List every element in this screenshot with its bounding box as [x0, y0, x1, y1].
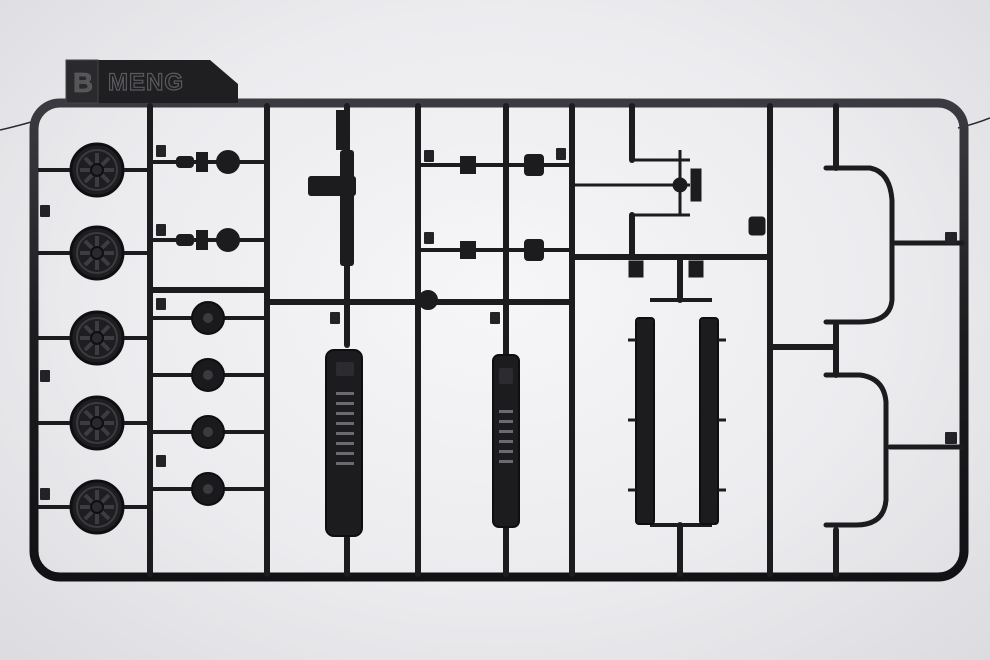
bracket-part [308, 110, 356, 266]
wheel-part [69, 310, 125, 366]
grille-part-right [492, 354, 520, 528]
rail-parts [628, 298, 726, 527]
small-disc-parts [150, 301, 267, 506]
antenna-parts [575, 150, 766, 278]
wheel-part [69, 395, 125, 451]
wheel-parts [38, 142, 150, 535]
sprue-tab: B MENG [65, 59, 238, 104]
wheel-part [69, 479, 125, 535]
wheel-part [69, 142, 125, 198]
sprue-frame [29, 98, 969, 582]
small-parts-top [150, 150, 267, 252]
grille-part-left [325, 349, 363, 537]
wheel-part [69, 225, 125, 281]
small-parts-middle [418, 154, 572, 310]
part-number-tags [40, 145, 957, 500]
brand-logo: MENG [108, 69, 184, 96]
sprue-letter: B [73, 67, 93, 98]
handle-parts [823, 165, 965, 528]
sprue-runners [147, 103, 839, 577]
